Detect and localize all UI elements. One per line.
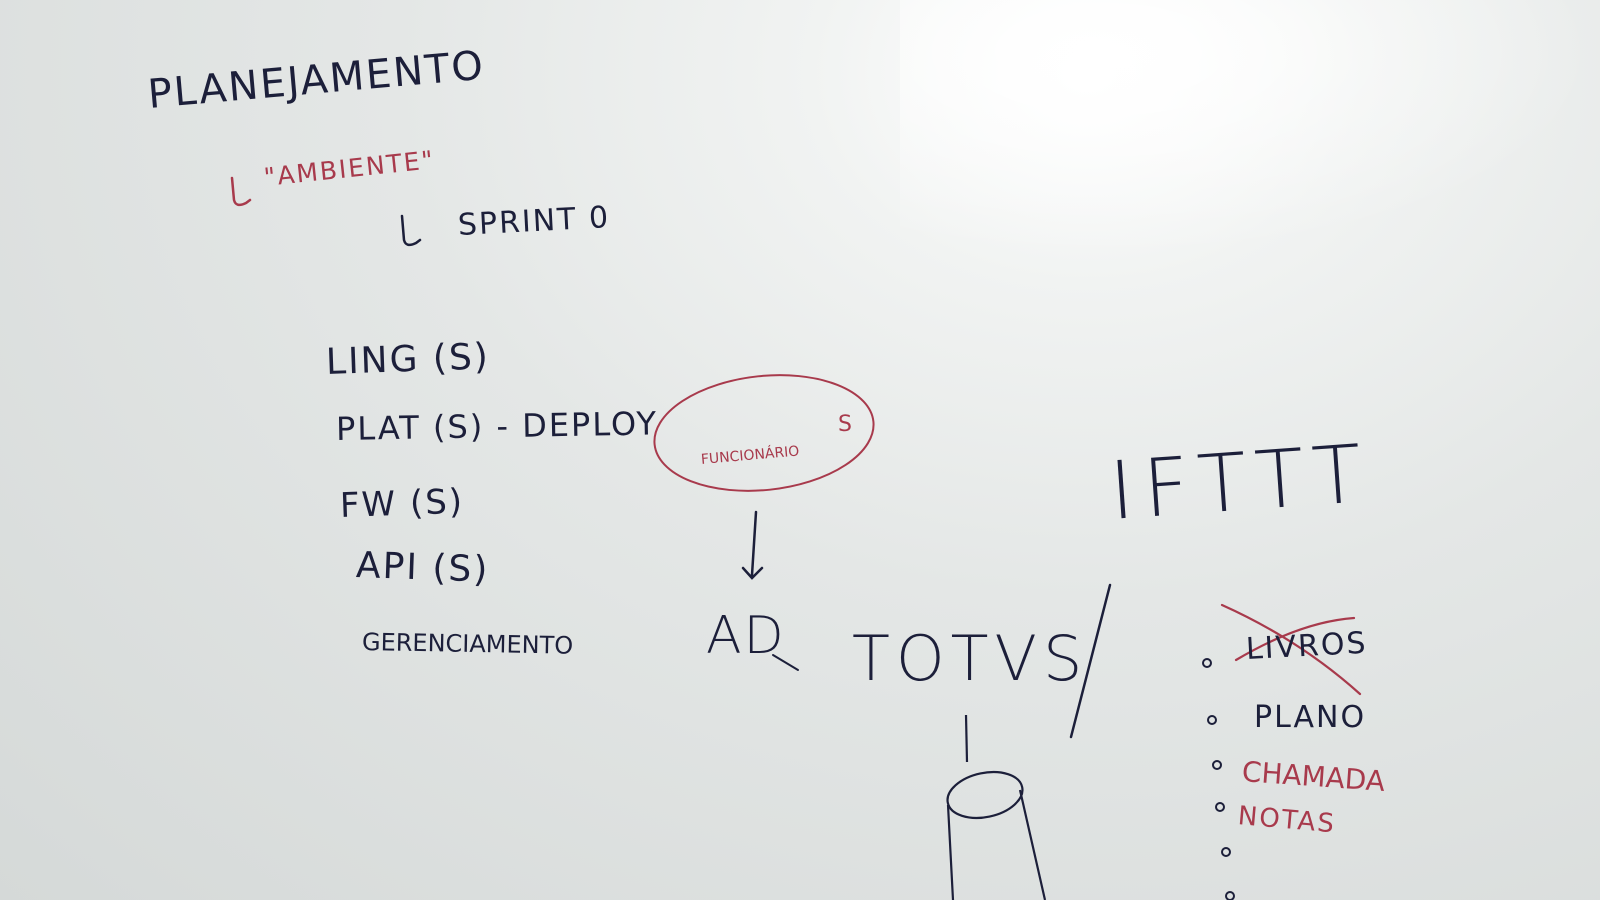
list-item-api: API (S) (355, 545, 490, 591)
label-ifttt: IFTTT (1106, 426, 1375, 538)
bullet-dot (1202, 658, 1212, 668)
list-item-gerenciamento: GERENCIAMENTO (361, 628, 574, 660)
circle-mark-s: S (838, 412, 854, 437)
database-icon (964, 714, 969, 763)
label-totvs: TOTVS (852, 622, 1089, 695)
bullet-dot (1207, 715, 1217, 725)
strike-through-x (1220, 603, 1362, 696)
label-ad: AD (706, 606, 786, 666)
bullet-dot (1221, 847, 1231, 857)
ad-slash (772, 654, 799, 671)
circle-outline (653, 374, 875, 492)
list-item-ling: LING (S) (325, 336, 491, 383)
bullet-item-plano: PLANO (1254, 700, 1367, 735)
hook-arrow-icon (400, 214, 422, 247)
list-item-fw: FW (S) (339, 481, 465, 526)
bullet-item-livros: LIVROS (1245, 625, 1369, 667)
bullet-dot (1212, 760, 1222, 770)
down-arrow-icon (741, 510, 764, 580)
list-item-plat: PLAT (S) - DEPLOY (335, 404, 659, 448)
bullet-dot (1225, 891, 1235, 900)
database-sides (946, 789, 1047, 900)
divider-slash (1069, 583, 1112, 739)
hook-arrow-icon (230, 176, 252, 207)
database-top (946, 770, 1024, 820)
bullet-dot (1215, 802, 1225, 812)
